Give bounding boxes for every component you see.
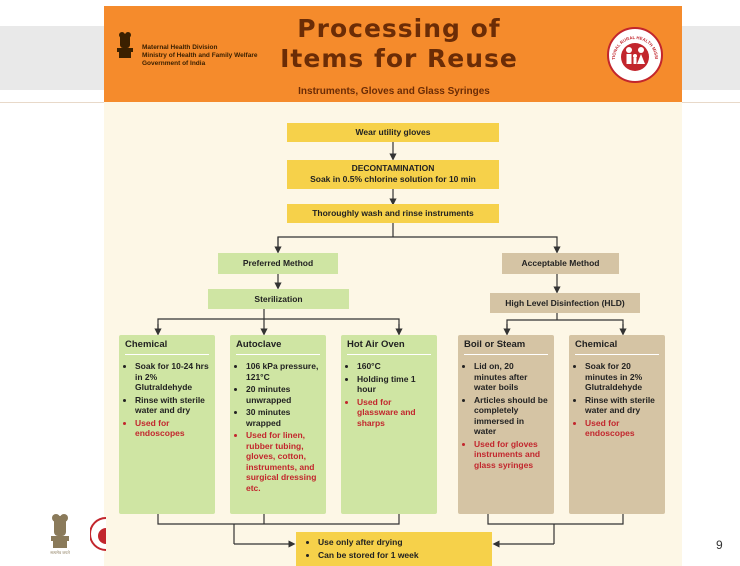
ministry-line: Maternal Health Division <box>142 44 218 51</box>
column-heading: Autoclave <box>236 339 320 355</box>
step-label: Thoroughly wash and rinse instruments <box>312 208 474 218</box>
hld-box: High Level Disinfection (HLD) <box>490 293 640 313</box>
poster-header: Maternal Health Division Ministry of Hea… <box>104 6 682 102</box>
footer-nrhm-logo-icon <box>90 517 106 551</box>
column-highlight: Used for gloves instruments and glass sy… <box>474 439 548 471</box>
method-column-boil-steam: Boil or Steam Lid on, 20 minutes after w… <box>458 335 554 514</box>
ministry-line: Government of India <box>142 60 206 67</box>
step-title: DECONTAMINATION <box>351 163 435 173</box>
step-label: Wear utility gloves <box>355 127 431 137</box>
column-list: Soak for 20 minutes in 2% Glutraldehyde … <box>575 361 659 439</box>
method-column-autoclave: Autoclave 106 kPa pressure, 121°C 20 min… <box>230 335 326 514</box>
ministry-line: Ministry of Health and Family Welfare <box>142 52 258 59</box>
footer-emblem-caption: सत्यमेव जयते <box>50 550 70 555</box>
poster-subtitle: Instruments, Gloves and Glass Syringes <box>298 86 490 97</box>
column-heading: Hot Air Oven <box>347 339 431 355</box>
step-decontamination: DECONTAMINATION Soak in 0.5% chlorine so… <box>287 160 499 189</box>
column-item: 160°C <box>357 361 431 372</box>
acceptable-method-box: Acceptable Method <box>502 253 619 274</box>
method-label: Acceptable Method <box>521 258 600 268</box>
column-heading: Boil or Steam <box>464 339 548 355</box>
storage-item: Use only after drying <box>318 536 482 549</box>
column-item: 30 minutes wrapped <box>246 407 320 428</box>
method-label: Preferred Method <box>242 258 314 268</box>
column-list: Lid on, 20 minutes after water boils Art… <box>464 361 548 470</box>
column-item: Articles should be completely immersed i… <box>474 395 548 437</box>
storage-item: Can be stored for 1 week <box>318 549 482 562</box>
step-wash-rinse: Thoroughly wash and rinse instruments <box>287 204 499 223</box>
column-item: 106 kPa pressure, 121°C <box>246 361 320 382</box>
column-highlight: Used for endoscopes <box>585 418 659 439</box>
poster-title: Processing of Items for Reuse <box>254 14 544 74</box>
column-list: 106 kPa pressure, 121°C 20 minutes unwra… <box>236 361 320 493</box>
column-item: Soak for 20 minutes in 2% Glutraldehyde <box>585 361 659 393</box>
column-highlight: Used for linen, rubber tubing, gloves, c… <box>246 430 320 493</box>
method-column-chemical: Chemical Soak for 10-24 hrs in 2% Glutra… <box>119 335 215 514</box>
step-detail: Soak in 0.5% chlorine solution for 10 mi… <box>310 174 476 184</box>
column-heading: Chemical <box>125 339 209 355</box>
column-highlight: Used for endoscopes <box>135 418 209 439</box>
column-item: Rinse with sterile water and dry <box>585 395 659 416</box>
step-wear-gloves: Wear utility gloves <box>287 123 499 142</box>
column-item: Soak for 10-24 hrs in 2% Glutraldehyde <box>135 361 209 393</box>
title-line: Items for Reuse <box>280 44 518 73</box>
flow-arrows <box>154 141 627 548</box>
column-item: Holding time 1 hour <box>357 374 431 395</box>
sterilization-box: Sterilization <box>208 289 349 309</box>
ministry-text: Maternal Health Division Ministry of Hea… <box>142 44 257 68</box>
method-label: Sterilization <box>254 294 303 304</box>
storage-note: Use only after drying Can be stored for … <box>296 532 492 566</box>
column-item: Lid on, 20 minutes after water boils <box>474 361 548 393</box>
column-list: Soak for 10-24 hrs in 2% Glutraldehyde R… <box>125 361 209 439</box>
poster: Maternal Health Division Ministry of Hea… <box>104 6 682 566</box>
method-label: High Level Disinfection (HLD) <box>505 298 625 308</box>
national-emblem-icon <box>117 32 133 58</box>
nrhm-logo-icon: NATIONAL RURAL HEALTH MISSION <box>606 26 663 83</box>
title-line: Processing of <box>297 14 501 43</box>
method-column-hot-air-oven: Hot Air Oven 160°C Holding time 1 hour U… <box>341 335 437 514</box>
page-number: 9 <box>716 538 723 552</box>
column-item: Rinse with sterile water and dry <box>135 395 209 416</box>
preferred-method-box: Preferred Method <box>218 253 338 274</box>
column-heading: Chemical <box>575 339 659 355</box>
column-item: 20 minutes unwrapped <box>246 384 320 405</box>
column-highlight: Used for glassware and sharps <box>357 397 431 429</box>
column-list: 160°C Holding time 1 hour Used for glass… <box>347 361 431 428</box>
method-column-chemical-hld: Chemical Soak for 20 minutes in 2% Glutr… <box>569 335 665 514</box>
storage-list: Use only after drying Can be stored for … <box>306 536 482 562</box>
footer-emblem-icon: सत्यमेव जयते <box>50 514 70 555</box>
